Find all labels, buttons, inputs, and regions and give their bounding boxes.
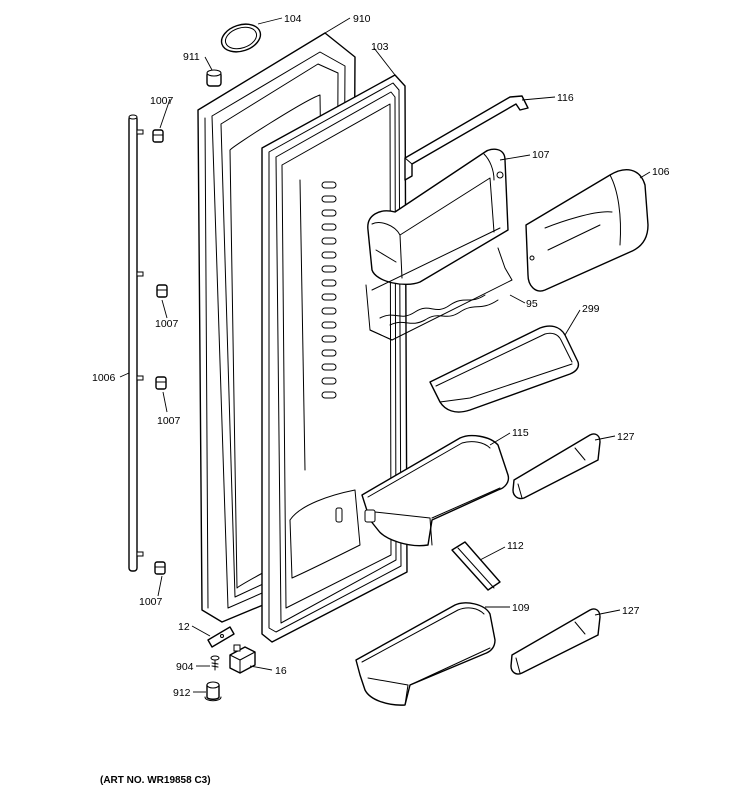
label-109: 109	[512, 602, 530, 614]
label-1007-mid: 1007	[155, 318, 179, 330]
part-127-upper-trim	[512, 433, 601, 500]
label-1007-bottom: 1007	[139, 596, 163, 608]
part-106-cover	[525, 169, 649, 292]
part-107-dairy-bin	[367, 148, 509, 286]
label-1006: 1006	[92, 372, 116, 384]
label-127-upper: 127	[617, 431, 635, 443]
part-109-door-bin	[355, 602, 496, 706]
callout-labels: 104 910 911 103 1007 116 107 106 95 299 …	[92, 13, 670, 699]
leader-lines	[119, 17, 651, 693]
part-911-plug	[206, 69, 222, 87]
label-299: 299	[582, 303, 600, 315]
part-112-insert	[451, 541, 501, 591]
label-910: 910	[353, 13, 371, 25]
part-912-bushing	[204, 681, 222, 702]
part-1006-rod	[128, 114, 138, 572]
label-127-lower: 127	[622, 605, 640, 617]
label-112: 112	[507, 540, 524, 552]
part-115-door-bin	[361, 434, 510, 547]
part-95-wire-rack	[365, 227, 513, 341]
label-912: 912	[173, 687, 191, 699]
label-107: 107	[532, 149, 550, 161]
label-104: 104	[284, 13, 302, 25]
part-299-tray	[429, 325, 580, 413]
art-number: (ART NO. WR19858 C3)	[100, 775, 211, 786]
part-103-gasket	[261, 74, 408, 643]
part-127-lower-trim	[510, 608, 601, 675]
label-911: 911	[183, 51, 200, 63]
label-16: 16	[275, 665, 287, 677]
liner-ribs	[321, 181, 337, 399]
part-1007-clips	[136, 129, 168, 575]
part-12-hinge-plate	[207, 626, 235, 648]
label-106: 106	[652, 166, 670, 178]
part-104-cap	[220, 23, 262, 53]
label-1007-low: 1007	[157, 415, 181, 427]
label-116: 116	[557, 92, 574, 104]
part-116-rail	[404, 95, 529, 181]
label-12: 12	[178, 621, 190, 633]
part-16-hinge-block	[229, 644, 256, 674]
label-95: 95	[526, 298, 538, 310]
label-1007-top: 1007	[150, 95, 174, 107]
part-904-screw	[210, 655, 220, 671]
label-904: 904	[176, 661, 194, 673]
label-103: 103	[371, 41, 389, 53]
label-115: 115	[512, 427, 529, 439]
